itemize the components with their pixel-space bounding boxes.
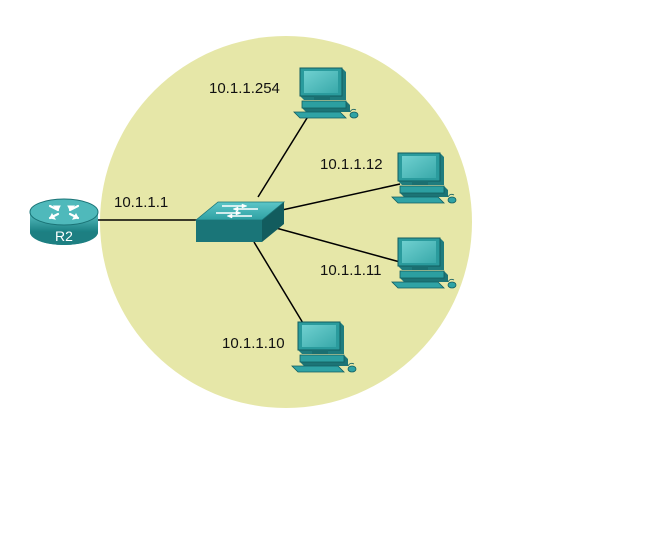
router-interface-ip: 10.1.1.1 [114,194,168,211]
network-area [100,36,472,408]
host-10-1-1-254[interactable]: 10.1.1.254 [209,67,359,119]
host-ip-label: 10.1.1.254 [209,80,280,97]
host-10-1-1-10[interactable]: 10.1.1.10 [222,321,357,373]
link-switch-host-11 [275,227,401,263]
host-10-1-1-11[interactable]: 10.1.1.11 [320,237,457,289]
host-10-1-1-12[interactable]: 10.1.1.12 [320,152,457,204]
host-ip-label: 10.1.1.10 [222,335,285,352]
router-icon[interactable]: R2 [29,198,99,245]
host-ip-label: 10.1.1.12 [320,156,383,173]
link-switch-host-254 [257,109,313,198]
router-name: R2 [55,228,73,244]
link-switch-host-12 [281,183,401,211]
switch-icon[interactable] [194,201,286,242]
links [98,109,401,339]
host-ip-label: 10.1.1.11 [320,262,381,279]
